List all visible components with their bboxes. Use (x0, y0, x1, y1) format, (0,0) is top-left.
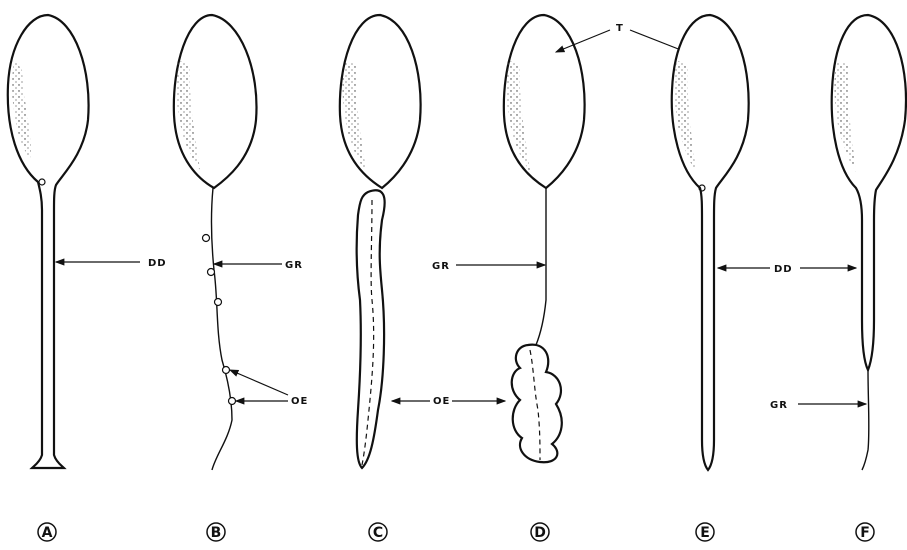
panel-label-b: B (211, 525, 222, 541)
panel-label-a: A (42, 525, 53, 541)
label-gr-b: GR (285, 260, 303, 271)
organ-b: GR OE (174, 15, 309, 470)
label-oe-b: OE (291, 396, 308, 407)
label-dd-a: DD (148, 258, 167, 269)
panel-labels: A B C D E F (38, 523, 874, 541)
organ-c: OE (340, 15, 505, 468)
panel-label-c: C (373, 525, 383, 541)
panel-label-f: F (860, 525, 870, 541)
organ-f: GR (770, 15, 906, 470)
label-gr-f: GR (770, 400, 788, 411)
panel-label-d: D (534, 525, 546, 541)
panel-label-e: E (700, 525, 710, 541)
organ-e: DD (672, 15, 856, 470)
label-t: T (616, 23, 624, 34)
label-oe-c: OE (433, 396, 450, 407)
organ-d: GR T (432, 15, 686, 462)
organ-a: DD (8, 15, 167, 468)
label-gr-d: GR (432, 261, 450, 272)
label-dd-e: DD (774, 264, 793, 275)
